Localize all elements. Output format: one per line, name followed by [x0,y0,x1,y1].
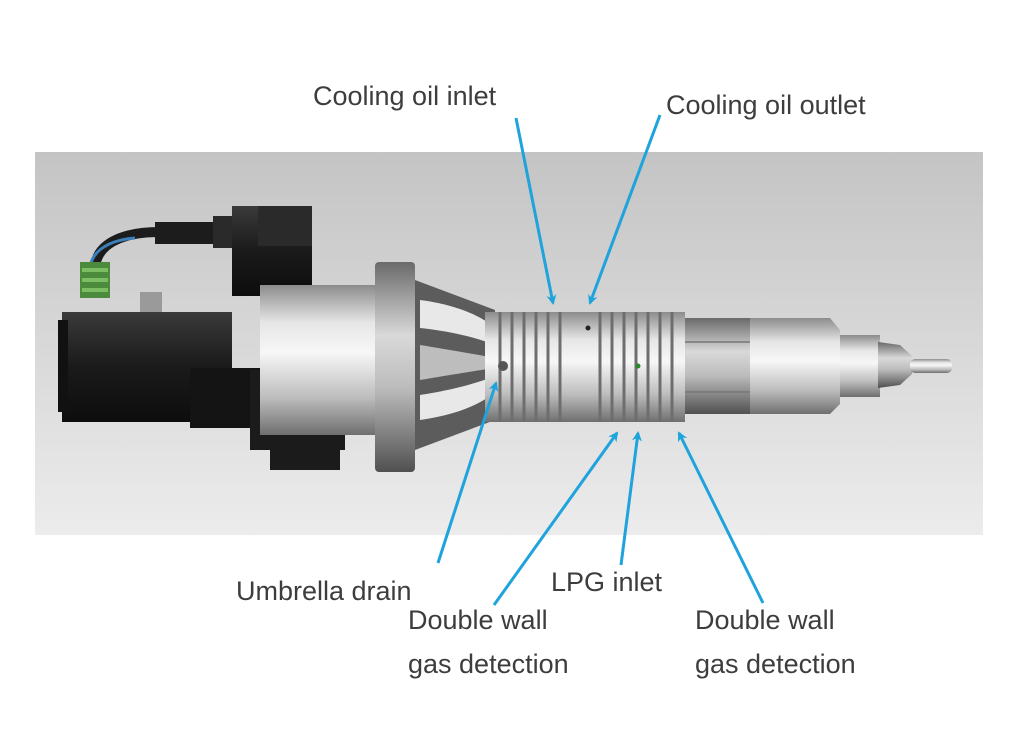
label-double-wall-left-line1: Double wall [408,605,548,635]
nozzle-nut [878,342,912,388]
umbrella-cage [415,280,495,450]
arrow-lpg-inlet [619,431,642,566]
label-double-wall-right-line1: Double wall [695,605,835,635]
label-cooling-oil-inlet: Cooling oil inlet [313,81,497,111]
drain-port [498,361,508,371]
label-umbrella-drain: Umbrella drain [236,576,412,606]
nozzle-tip [840,335,880,397]
arrow-cooling-oil-outlet [588,114,662,305]
port-dot [585,325,591,331]
arrow-double-wall-right [677,431,765,604]
ribbed-body [485,312,685,422]
label-lpg-inlet: LPG inlet [551,567,663,597]
callout-arrows [436,114,765,606]
flange [375,262,415,472]
main-cylinder [260,285,380,435]
cable-connector [80,216,243,314]
hex-nut [685,318,750,414]
arrow-cooling-oil-inlet [514,117,557,305]
label-cooling-oil-outlet: Cooling oil outlet [666,90,866,120]
arrow-umbrella-drain [436,381,499,564]
label-double-wall-left-line2: gas detection [408,649,569,679]
arrow-double-wall-left [492,431,619,606]
port-dot-green [635,363,641,369]
nozzle-body [750,318,840,414]
nozzle-needle [910,359,952,373]
label-double-wall-right-line2: gas detection [695,649,856,679]
